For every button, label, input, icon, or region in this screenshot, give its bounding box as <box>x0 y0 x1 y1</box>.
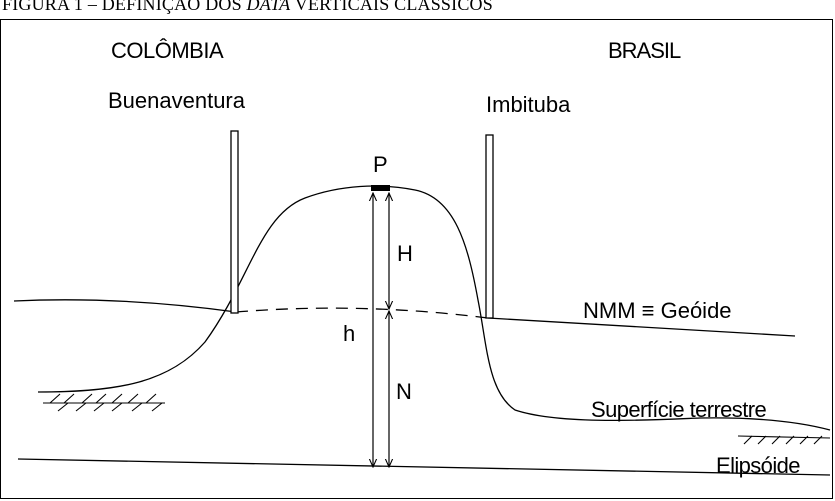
terrain-label: Superfície terrestre <box>591 397 767 422</box>
station-right-label: Imbituba <box>486 92 571 117</box>
caption-suffix: VERTICAIS CLÁSSICOS <box>290 0 493 14</box>
geoid-line-right <box>487 317 796 337</box>
caption-prefix: FIGURA 1 – DEFINIÇÃO DOS <box>2 0 247 14</box>
diagram-frame <box>0 19 833 499</box>
geoid-label: NMM ≡ Geóide <box>583 298 732 323</box>
country-left-label: COLÔMBIA <box>111 38 224 63</box>
station-left-label: Buenaventura <box>108 88 245 113</box>
figure-caption: FIGURA 1 – DEFINIÇÃO DOS DATA VERTICAIS … <box>2 0 493 15</box>
tide-gauge-left <box>230 130 239 314</box>
ellipsoid-line <box>17 458 831 476</box>
terrain-surface <box>37 185 831 431</box>
geoid-line-dashed <box>235 307 489 319</box>
geoid-line-left <box>13 299 237 313</box>
point-p-marker <box>371 185 390 191</box>
point-label: P <box>373 152 388 177</box>
orthometric-height-label: H <box>397 241 413 266</box>
ellipsoidal-height-label: h <box>343 321 356 346</box>
ellipsoid-label: Elipsóide <box>716 453 800 478</box>
country-right-label: BRASIL <box>608 38 681 63</box>
tide-gauge-right <box>485 134 494 319</box>
caption-italic: DATA <box>246 0 291 14</box>
geoid-undulation-label: N <box>396 379 412 404</box>
ground-hatching-right <box>737 435 831 445</box>
ground-hatching-left <box>43 393 165 412</box>
